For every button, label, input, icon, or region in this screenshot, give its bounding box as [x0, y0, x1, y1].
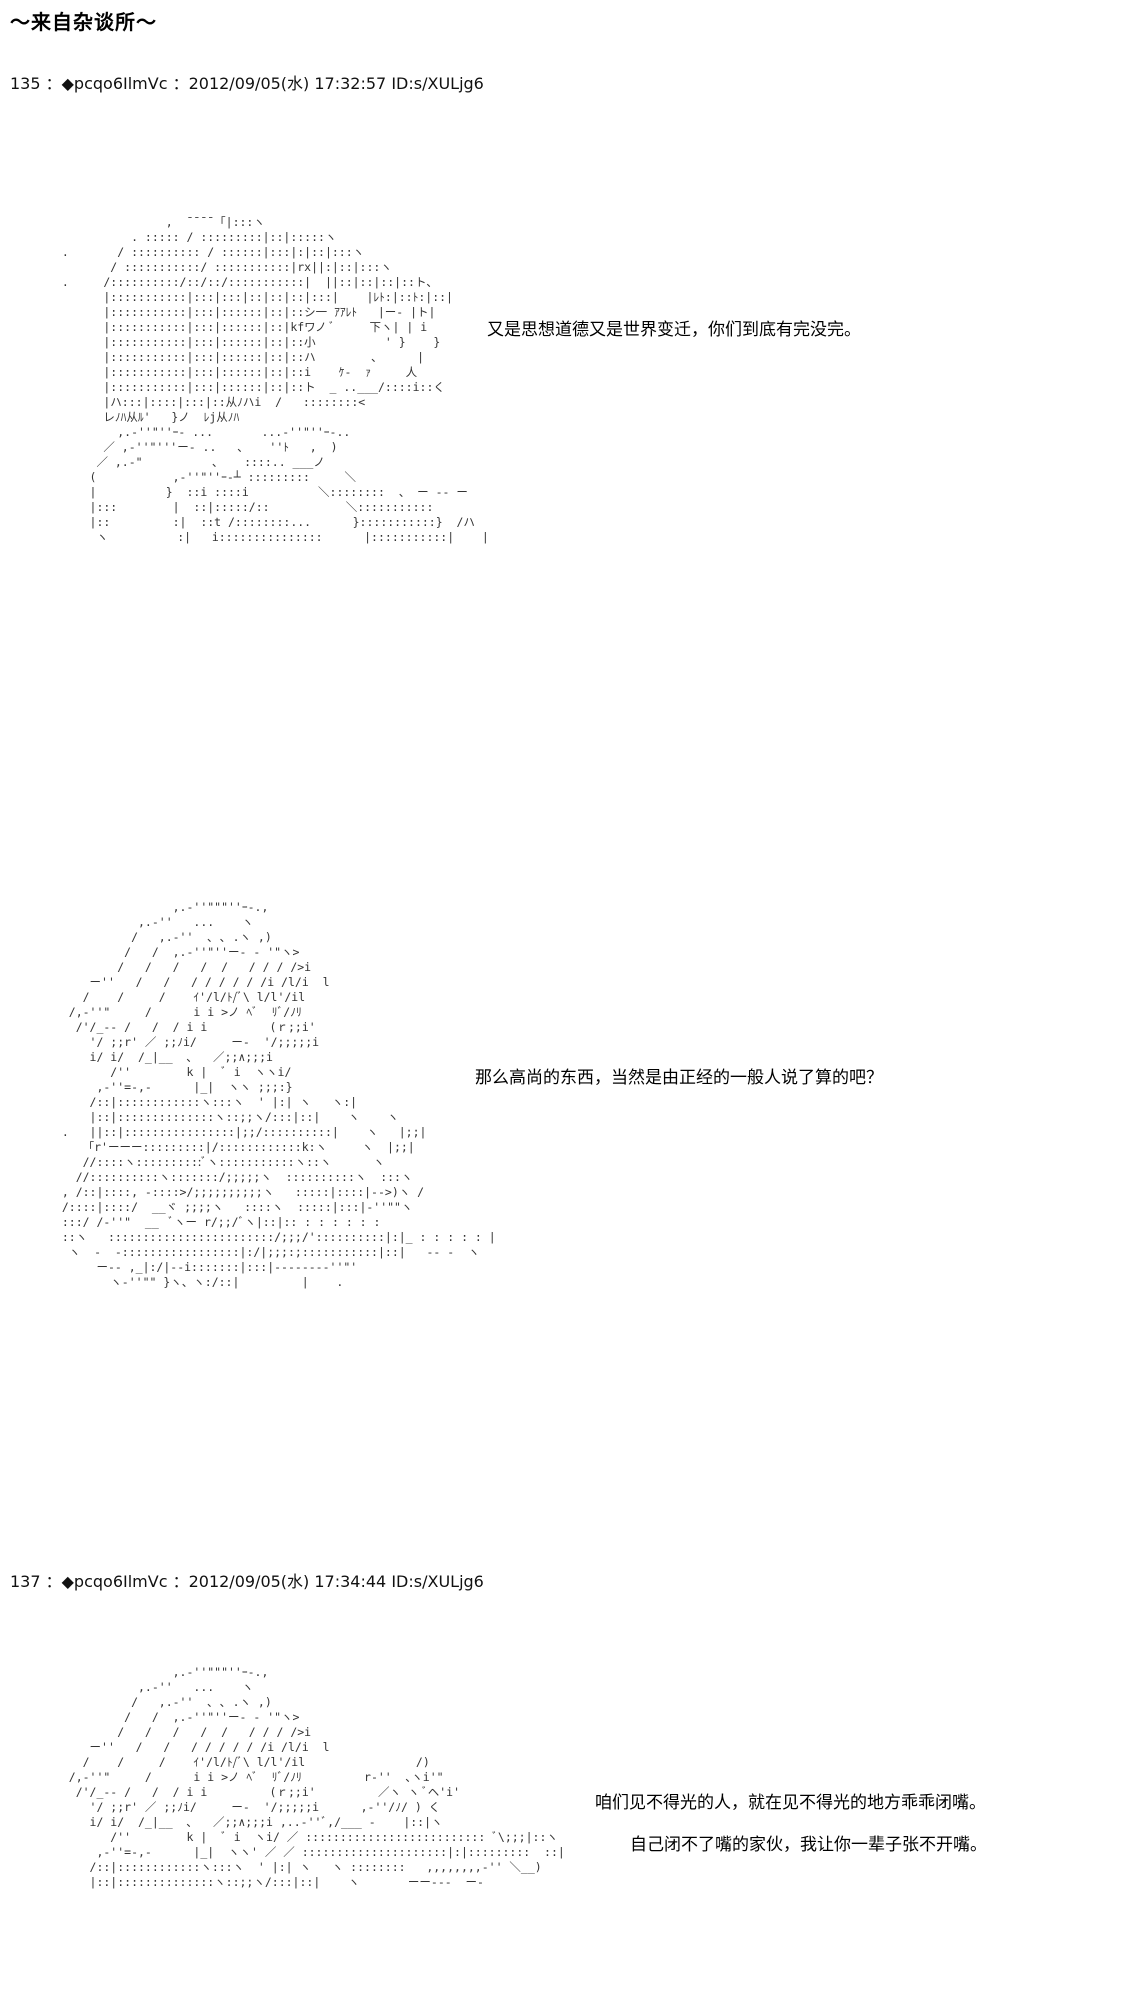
dialogue-text: 自己闭不了嘴的家伙，我让你一辈子张不开嘴。 — [630, 1835, 987, 1855]
post-header: 135 ：◆pcqo6IlmVc ：2012/09/05(水) 17:32:57… — [10, 74, 484, 93]
ascii-art: ,.-''"""''ｰ-., ,.-'' ... ヽ / ,.-'' ､ ､ .… — [61, 900, 496, 1289]
thread-title: ～来自杂谈所～ — [10, 10, 157, 34]
dialogue-text: 又是思想道德又是世界变迁，你们到底有完没完。 — [487, 320, 861, 340]
post-header: 137 ：◆pcqo6IlmVc ：2012/09/05(水) 17:34:44… — [10, 1572, 484, 1591]
dialogue-text: 那么高尚的东西，当然是由正经的一般人说了算的吧？ — [475, 1068, 883, 1088]
ascii-art: , ̄ ̄ ̄ ̄ 「|:::ヽ . ::::: / :::::::::|::|… — [61, 215, 489, 544]
dialogue-text: 咱们见不得光的人，就在见不得光的地方乖乖闭嘴。 — [595, 1793, 986, 1813]
ascii-art: ,.-''"""''ｰ-., ,.-'' ... ヽ / ,.-'' ､ ､ .… — [68, 1665, 565, 1889]
